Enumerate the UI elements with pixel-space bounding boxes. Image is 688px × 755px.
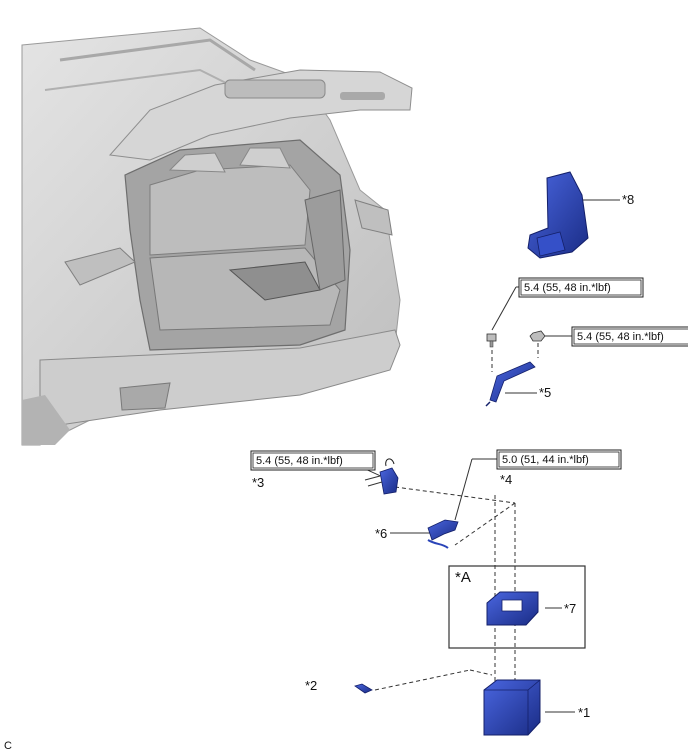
- torque-value: 5.4 (55, 48 in.*lbf): [524, 282, 611, 294]
- part-2: [354, 683, 373, 694]
- torque-box-terminal-left: 5.4 (55, 48 in.*lbf): [250, 450, 376, 471]
- torque-value: 5.4 (55, 48 in.*lbf): [577, 331, 664, 343]
- callout-2: *2: [305, 678, 317, 693]
- bolt: [486, 333, 497, 348]
- callout-8: *8: [622, 192, 634, 207]
- torque-value: 5.0 (51, 44 in.*lbf): [502, 454, 589, 466]
- part-8: [527, 171, 589, 259]
- callout-6: *6: [375, 526, 387, 541]
- torque-value: 5.4 (55, 48 in.*lbf): [256, 455, 343, 467]
- vehicle-illustration: [21, 27, 413, 446]
- alignment-lines: [374, 343, 539, 691]
- torque-box-bolt: 5.4 (55, 48 in.*lbf): [518, 277, 644, 298]
- part-7: [486, 591, 539, 626]
- callout-a: *A: [455, 569, 471, 586]
- callout-5: *5: [539, 385, 551, 400]
- part-5: [485, 361, 536, 407]
- callout-1: *1: [578, 705, 590, 720]
- illustration-code: C: [4, 740, 12, 752]
- nut: [529, 330, 546, 342]
- part-1-battery: [483, 679, 541, 736]
- callout-7: *7: [564, 601, 576, 616]
- part-3: [364, 458, 399, 495]
- part-6: [427, 519, 459, 549]
- detail-box-a: [448, 565, 586, 649]
- callout-3: *3: [252, 475, 264, 490]
- torque-box-nut: 5.4 (55, 48 in.*lbf): [571, 326, 688, 347]
- torque-box-terminal-right: 5.0 (51, 44 in.*lbf): [496, 449, 622, 470]
- callout-4: *4: [500, 472, 512, 487]
